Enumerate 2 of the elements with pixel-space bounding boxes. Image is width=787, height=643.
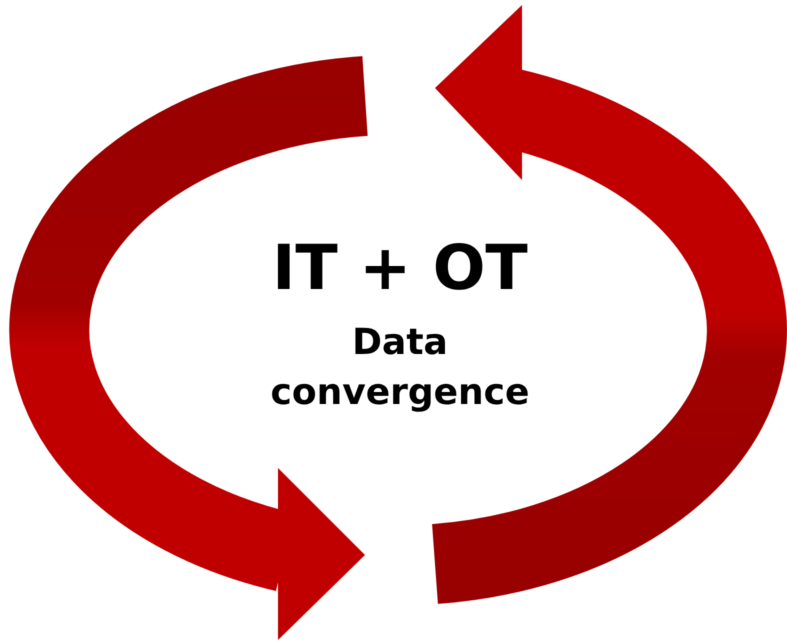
subheading: Data convergence [270, 321, 530, 415]
heading: IT + OT [271, 232, 529, 304]
